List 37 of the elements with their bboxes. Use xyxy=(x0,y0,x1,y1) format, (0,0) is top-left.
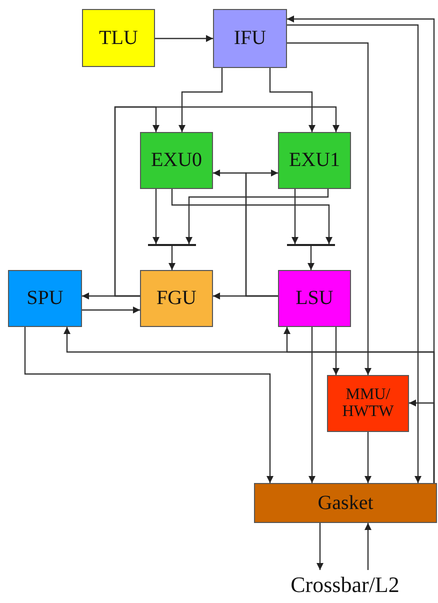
unit-label: IFU xyxy=(234,28,266,49)
arrow xyxy=(364,523,372,570)
arrow xyxy=(178,68,223,132)
arrow xyxy=(269,68,316,132)
unit-label: EXU0 xyxy=(150,150,202,171)
unit-label: MMU/ HWTW xyxy=(341,386,395,420)
unit-label: LSU xyxy=(296,288,334,309)
unit-box xyxy=(254,483,437,523)
arrow xyxy=(332,327,340,375)
unit-box xyxy=(140,270,213,327)
unit-box xyxy=(213,9,287,68)
unit-box xyxy=(8,270,82,327)
arrow xyxy=(316,523,324,570)
arrow xyxy=(82,306,140,314)
unit-box xyxy=(82,9,155,67)
bus-label: Crossbar/L2 xyxy=(290,573,400,597)
arrow xyxy=(287,42,372,375)
arrow xyxy=(24,327,274,483)
arrow xyxy=(114,106,340,297)
unit-box xyxy=(278,270,351,327)
arrow xyxy=(308,327,316,483)
unit-box xyxy=(140,132,213,189)
arrow xyxy=(155,35,213,42)
arrow xyxy=(168,246,176,270)
arrow xyxy=(308,246,314,270)
unit-label: SPU xyxy=(26,288,64,309)
arrow xyxy=(152,189,160,244)
arrow xyxy=(292,189,298,244)
unit-label: FGU xyxy=(156,288,196,309)
unit-label: TLU xyxy=(99,28,138,48)
unit-box xyxy=(327,375,409,432)
arrow xyxy=(64,327,435,483)
unit-label: EXU1 xyxy=(288,150,340,171)
arrow xyxy=(245,170,278,297)
arrow xyxy=(364,432,372,483)
unit-label: Gasket xyxy=(318,492,374,514)
unit-box xyxy=(278,132,351,189)
